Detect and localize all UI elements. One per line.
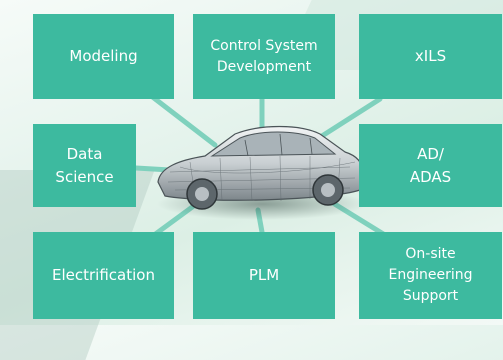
- node-label: Data Science: [55, 144, 114, 186]
- node-label: On-site Engineering Support: [388, 246, 473, 304]
- node-electrification: Electrification: [33, 232, 174, 319]
- node-label: AD/ ADAS: [409, 144, 452, 186]
- node-modeling: Modeling: [33, 14, 174, 99]
- node-control-system-development: Control System Development: [193, 14, 335, 99]
- node-xils: xILS: [359, 14, 502, 99]
- connector-data-science: [133, 165, 173, 173]
- node-ad-adas: AD/ ADAS: [359, 124, 502, 207]
- node-onsite-engineering-support: On-site Engineering Support: [359, 232, 502, 319]
- node-plm: PLM: [193, 232, 335, 319]
- node-label: Electrification: [52, 266, 155, 284]
- node-label: PLM: [248, 266, 280, 284]
- car-wireframe-image: [157, 125, 367, 220]
- node-label: Control System Development: [210, 37, 318, 75]
- node-label: Modeling: [69, 47, 138, 65]
- node-data-science: Data Science: [33, 124, 136, 207]
- node-label: xILS: [414, 47, 447, 65]
- connector-modeling: [147, 92, 218, 148]
